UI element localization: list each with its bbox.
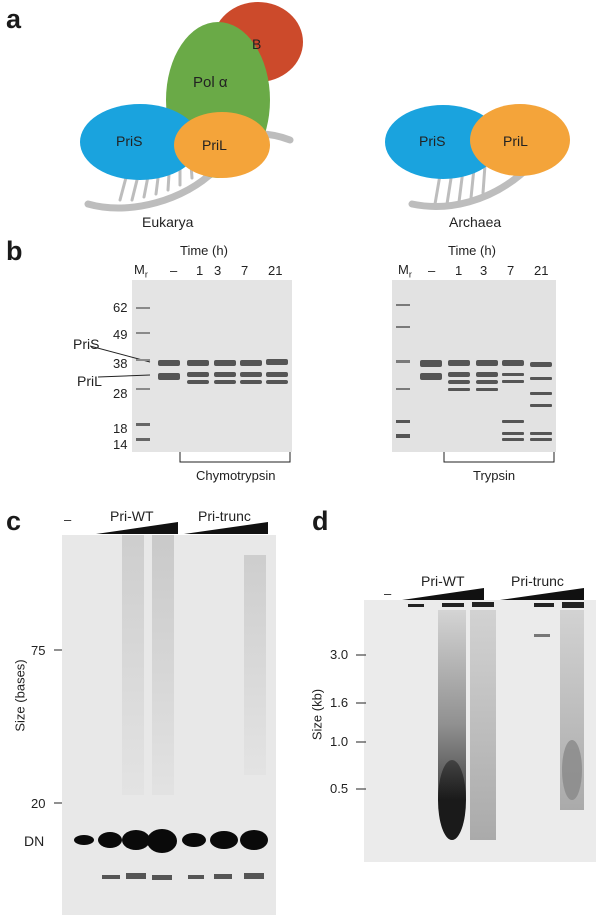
panel-c-gel-image [62,535,276,915]
eukarya-pril-label: PriL [202,137,227,153]
mw-38: 38 [113,356,128,371]
pril-band-label: PriL [77,373,102,389]
panel-d-letter: d [312,506,329,536]
panel-d-tick-3.0: 3.0 [330,647,349,662]
panel-d-gel-image [364,600,596,862]
panel-c-gradient-wedges [96,522,268,534]
archaea-pril-label: PriL [503,133,528,149]
left-gel-lane-3: 3 [214,263,222,278]
right-gel-lane-21: 21 [534,263,549,278]
archaea-pril-subunit [470,104,570,176]
mw-49: 49 [113,327,128,342]
chymotrypsin-label: Chymotrypsin [196,468,276,483]
panel-c-group-wt: Pri-WT [110,508,154,524]
mw-14: 14 [113,437,128,452]
right-gel-lane-3: 3 [480,263,488,278]
left-gel-time-header: Time (h) [180,243,228,258]
trypsin-label: Trypsin [473,468,516,483]
right-gel-marker-label: Mr [398,262,412,280]
eukarya-pris-label: PriS [116,133,143,149]
archaea-pris-subunit [385,105,501,179]
eukarya-pol-alpha-label: Pol α [193,74,228,91]
left-gel-lane-21: 21 [268,263,283,278]
panel-c-dn-label: DN [24,833,45,849]
mw-18: 18 [113,421,128,436]
panel-d-tick-1.0: 1.0 [330,734,349,749]
panel-c-letter: c [6,506,22,536]
archaea-pris-label: PriS [419,133,446,149]
mw-62: 62 [113,300,128,315]
eukarya-pris-subunit [80,104,200,180]
pris-band-label: PriS [73,336,100,352]
chymotrypsin-bracket [179,452,291,463]
panel-d-tick-0.5: 0.5 [330,781,349,796]
panel-c-tick-75: 75 [31,643,46,658]
panel-d-y-axis-label: Size (kb) [309,688,325,741]
panel-c-y-axis-label: Size (bases) [12,659,28,732]
panel-d-tick-1.6: 1.6 [330,695,349,710]
left-gel-marker-label: Mr [134,262,148,280]
panel-c-control-lane: – [64,512,72,527]
panel-a-letter: a [6,4,22,34]
mw-28: 28 [113,386,128,401]
left-gel-lane-7: 7 [241,263,249,278]
eukarya-caption: Eukarya [142,214,194,230]
left-gel-image [90,280,292,452]
panel-d-group-trunc: Pri-trunc [511,573,564,589]
eukarya-pril-subunit [174,112,270,178]
right-gel-lane-7: 7 [507,263,515,278]
panel-d-y-ticks [356,654,366,790]
left-gel-lane-control: – [170,263,178,278]
panel-c-y-ticks [54,649,62,804]
eukarya-b-label: B [252,36,262,52]
left-gel-lane-1: 1 [196,263,204,278]
panel-d-gradient-wedges [402,588,584,600]
right-gel-lane-1: 1 [455,263,463,278]
right-gel-time-header: Time (h) [448,243,496,258]
panel-c-tick-20: 20 [31,796,46,811]
panel-b-letter: b [6,236,23,266]
panel-a-diagram [80,2,570,212]
panel-d-group-wt: Pri-WT [421,573,465,589]
panel-d-control-lane: – [384,586,392,601]
trypsin-bracket [443,452,555,463]
right-gel-lane-control: – [428,263,436,278]
right-gel-image [392,280,556,452]
panel-c-group-trunc: Pri-trunc [198,508,251,524]
archaea-caption: Archaea [449,214,502,230]
